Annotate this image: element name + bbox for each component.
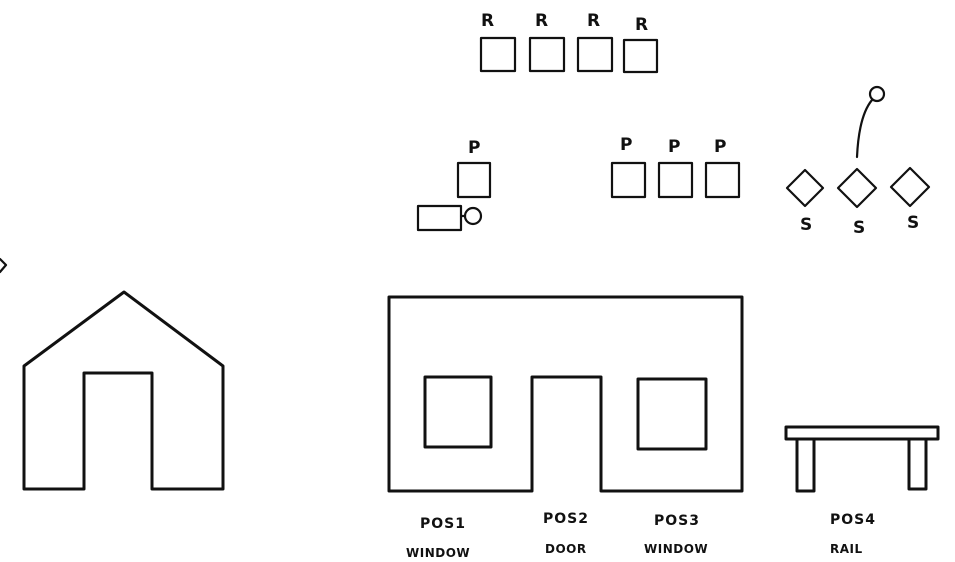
p-label-3: P — [714, 137, 726, 157]
rail-structure — [784, 425, 940, 493]
window-right — [636, 377, 708, 451]
p-triple-group: P P P — [610, 135, 741, 199]
position-captions: POS1 WINDOW POS2 DOOR POS3 WINDOW POS4 R… — [406, 511, 876, 560]
p-single-group: P — [416, 138, 492, 232]
p-label-2: P — [668, 137, 680, 157]
r-label-3: R — [587, 11, 600, 31]
pole-line — [855, 98, 874, 159]
small-circle-left — [463, 206, 483, 226]
r-box-2 — [528, 36, 566, 73]
s-diamond-group: S S S — [785, 85, 931, 238]
window-left — [423, 375, 493, 449]
pos3-sub: WINDOW — [644, 542, 708, 556]
wall-outline — [387, 295, 744, 493]
r-label-4: R — [635, 15, 648, 35]
house-outline — [22, 290, 225, 491]
house-shape — [22, 290, 225, 491]
rail-leg-right — [907, 437, 928, 491]
s-label-2: S — [853, 218, 865, 238]
rail-top — [784, 425, 940, 441]
p-box-single — [456, 161, 492, 199]
p-box-2 — [657, 161, 694, 199]
cylinder-shape — [416, 204, 463, 232]
p-box-3 — [704, 161, 741, 199]
r-box-group: R R R R — [479, 11, 659, 74]
r-box-3 — [576, 36, 614, 73]
s-diamond-2 — [836, 167, 878, 209]
pos1-sub: WINDOW — [406, 546, 470, 560]
p-box-1 — [610, 161, 647, 199]
p-label-1: P — [620, 135, 632, 155]
pos1-label: POS1 — [420, 516, 466, 532]
s-label-1: S — [800, 215, 812, 235]
pos4-label: POS4 — [830, 512, 876, 528]
edge-mark — [0, 257, 8, 274]
s-diamond-3 — [889, 166, 931, 208]
small-circle-top — [868, 85, 886, 103]
r-label-2: R — [535, 11, 548, 31]
s-diamond-1 — [785, 168, 825, 208]
r-label-1: R — [481, 11, 494, 31]
pos2-label: POS2 — [543, 511, 589, 527]
s-label-3: S — [907, 213, 919, 233]
rail-leg-left — [795, 437, 816, 493]
pos4-sub: RAIL — [830, 542, 863, 556]
r-box-4 — [622, 38, 659, 74]
pos3-label: POS3 — [654, 513, 700, 529]
pos2-sub: DOOR — [545, 542, 587, 556]
p-label-single: P — [468, 138, 480, 158]
r-box-1 — [479, 36, 517, 73]
wall-structure — [387, 295, 744, 493]
